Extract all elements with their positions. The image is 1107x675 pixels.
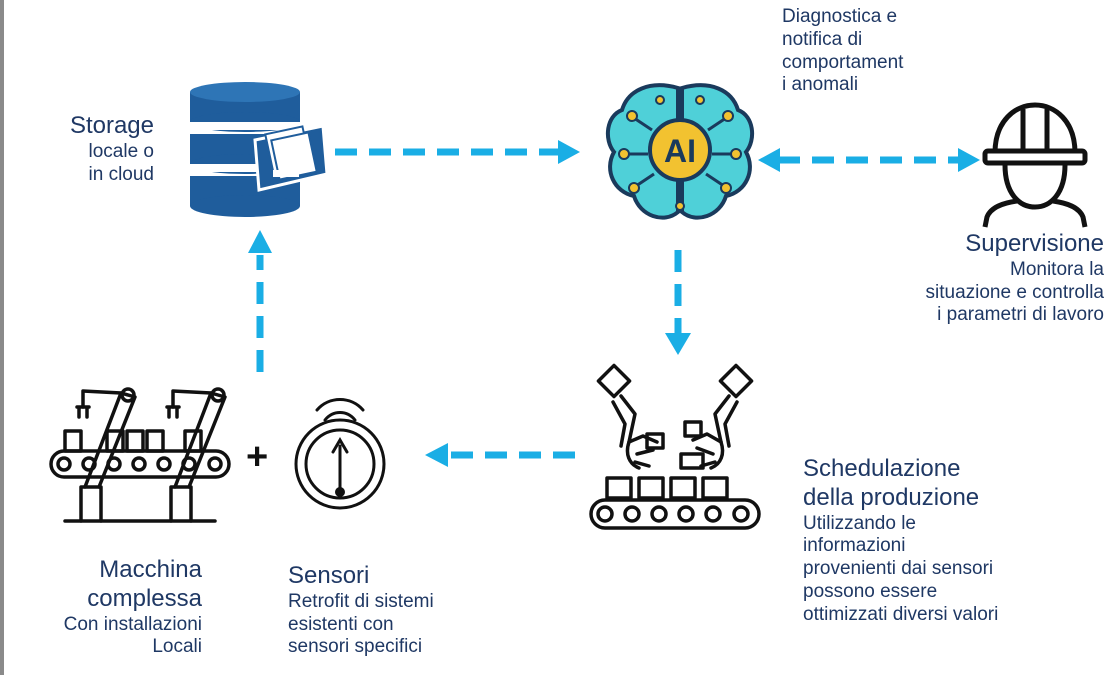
sensors-line: Retrofit di sistemi (288, 590, 434, 612)
database-icon (190, 82, 329, 217)
robot-assembly-icon (49, 387, 231, 523)
supervision-label: Supervisione Monitora la situazione e co… (926, 230, 1105, 327)
worker-helmet-icon (982, 102, 1088, 228)
ai-brain-icon: AI (605, 83, 755, 220)
ai-note-line: comportament (782, 51, 904, 73)
arrowhead-supervision-right (958, 148, 980, 172)
plus-sign: + (246, 436, 269, 478)
supervision-line: i parametri di lavoro (937, 304, 1104, 326)
ai-note-line: Diagnostica e (782, 6, 898, 27)
sensors-line: sensori specifici (288, 636, 423, 658)
scheduling-line: possono essere (803, 580, 938, 602)
arrowhead-to-storage (248, 230, 272, 253)
machine-title: Macchina (99, 556, 202, 583)
sensors-title: Sensori (288, 562, 370, 589)
storage-line: locale o (88, 140, 155, 162)
arrowhead-to-sensors (425, 443, 448, 467)
machine-line: Con installazioni (63, 613, 202, 635)
scheduling-title: della produzione (803, 483, 980, 511)
supervision-line: Monitora la (1010, 258, 1104, 280)
storage-label: Storage locale o in cloud (70, 112, 154, 186)
scheduling-line: Utilizzando le (803, 512, 916, 534)
supervision-title: Supervisione (965, 230, 1104, 257)
arrowhead-storage-to-ai (558, 140, 580, 164)
machine-label: Macchina complessa Con installazioni Loc… (64, 556, 202, 659)
ai-note-line: notifica di (782, 28, 863, 50)
arrowhead-ai-left (758, 148, 780, 172)
sensor-gauge-icon (294, 398, 386, 510)
ai-note-line: i anomali (782, 74, 859, 96)
ai-notes: Diagnostica e notifica di comportament i… (782, 6, 903, 97)
ai-label: AI (664, 133, 696, 169)
scheduling-line: informazioni (803, 535, 906, 557)
supervision-line: situazione e controlla (925, 281, 1105, 303)
scheduling-line: ottimizzati diversi valori (803, 603, 999, 625)
sensors-line: esistenti con (288, 613, 394, 635)
machine-title: complessa (87, 584, 202, 612)
storage-line: in cloud (88, 163, 155, 185)
machine-line: Locali (152, 636, 202, 658)
storage-title: Storage (69, 112, 154, 139)
sensors-label: Sensori Retrofit di sistemi esistenti co… (288, 562, 434, 659)
arrowhead-to-scheduling (665, 333, 691, 355)
scheduling-line: provenienti dai sensori (803, 558, 994, 580)
scheduling-title: Schedulazione (803, 455, 961, 482)
scheduling-label: Schedulazione della produzione Utilizzan… (803, 455, 998, 627)
left-border (0, 0, 4, 675)
conveyor-hands-icon (589, 363, 761, 530)
